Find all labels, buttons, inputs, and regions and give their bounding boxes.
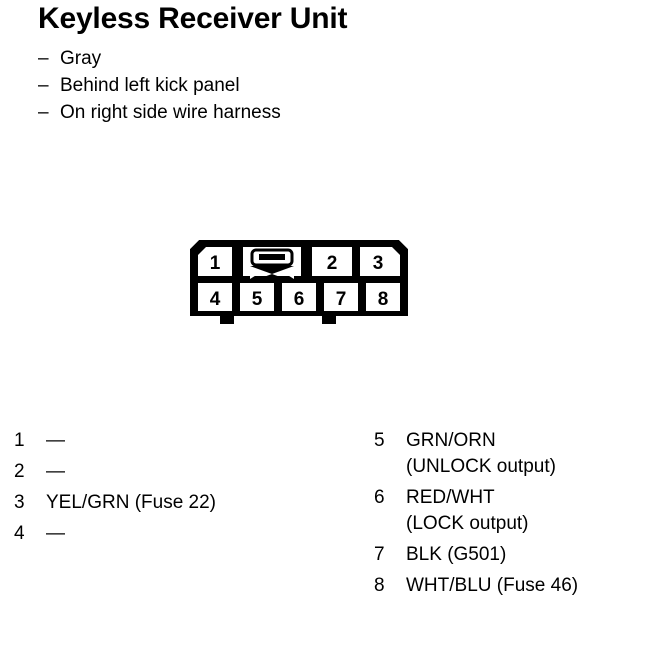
page-title: Keyless Receiver Unit — [38, 2, 348, 35]
pin-legend-number: 3 — [14, 492, 25, 513]
pin-legend-number: 5 — [374, 430, 385, 451]
spec-list: – Gray – Behind left kick panel – On rig… — [38, 45, 458, 126]
connector-pin-label-5: 5 — [252, 289, 263, 310]
connector-pin-label-6: 6 — [294, 289, 305, 310]
spec-list-item-label: Gray — [60, 48, 102, 69]
pin-legend-description: — — [46, 430, 65, 451]
connector-outline-svg: 1 2 3 4 5 6 7 8 — [190, 240, 408, 324]
pin-legend-description: RED/WHT (LOCK output) — [406, 487, 529, 534]
pin-legend-row: 3 YEL/GRN (Fuse 22) — [14, 490, 344, 516]
connector-cell-2-cavity — [312, 247, 352, 276]
pin-legend-number: 8 — [374, 575, 385, 596]
connector-pin-label-7: 7 — [336, 289, 347, 310]
pin-legend-row: 5 GRN/ORN (UNLOCK output) — [374, 428, 664, 480]
connector-cell-6-cavity — [282, 283, 316, 311]
connector-lock-well — [243, 247, 301, 276]
connector-cell-1-cavity — [198, 247, 232, 276]
lock-tab-slot-icon — [259, 254, 285, 260]
spec-list-item-label: On right side wire harness — [60, 102, 281, 123]
pin-legend-left-column: 1 — 2 — 3 YEL/GRN (Fuse 22) 4 — — [14, 428, 344, 552]
connector-cell-4-cavity — [198, 283, 232, 311]
spec-list-item: – Behind left kick panel — [38, 72, 458, 99]
connector-diagram: 1 2 3 4 5 6 7 8 — [186, 236, 412, 328]
lock-tab-notch-left-icon — [250, 269, 258, 279]
pin-legend-number: 6 — [374, 487, 385, 508]
pin-legend-row: 8 WHT/BLU (Fuse 46) — [374, 573, 664, 599]
connector-pin-label-2: 2 — [327, 253, 338, 274]
pin-legend-row: 2 — — [14, 459, 344, 485]
pin-legend-row: 6 RED/WHT (LOCK output) — [374, 485, 664, 537]
spec-list-item-label: Behind left kick panel — [60, 75, 240, 96]
connector-pin-label-1: 1 — [210, 253, 221, 274]
lock-tab-outline-icon — [250, 248, 294, 267]
pin-legend-number: 2 — [14, 461, 25, 482]
pin-legend-right-column: 5 GRN/ORN (UNLOCK output) 6 RED/WHT (LOC… — [374, 428, 664, 604]
spec-list-item: – On right side wire harness — [38, 99, 458, 126]
connector-right-chamfer — [399, 240, 408, 249]
connector-left-chamfer — [190, 240, 199, 249]
pin-legend-row: 4 — — [14, 521, 344, 547]
pin-legend-number: 1 — [14, 430, 25, 451]
connector-pin-label-8: 8 — [378, 289, 389, 310]
pin-legend-row: 1 — — [14, 428, 344, 454]
pin-legend-description: GRN/ORN (UNLOCK output) — [406, 430, 556, 477]
pin-legend-number: 4 — [14, 523, 25, 544]
pin-legend-description: BLK (G501) — [406, 544, 507, 565]
connector-pin-label-4: 4 — [210, 289, 221, 310]
pin-legend-description: WHT/BLU (Fuse 46) — [406, 575, 579, 596]
pin-legend-number: 7 — [374, 544, 385, 565]
pin-legend-description: YEL/GRN (Fuse 22) — [46, 492, 216, 513]
connector-pin-label-3: 3 — [373, 253, 384, 274]
dash-bullet-icon: – — [38, 48, 49, 69]
connector-cell-5-cavity — [240, 283, 274, 311]
lock-tab-notch-right-icon — [286, 269, 294, 279]
connector-cell-7-cavity — [324, 283, 358, 311]
dash-bullet-icon: – — [38, 102, 49, 123]
lock-tab-bowtie-icon — [250, 266, 294, 274]
pin-legend-row: 7 BLK (G501) — [374, 542, 664, 568]
pin-legend-description: — — [46, 523, 65, 544]
connector-cell-8-cavity — [366, 283, 400, 311]
connector-cell-3-cavity — [360, 247, 400, 276]
lock-tab-bowtie-lower-icon — [250, 274, 294, 282]
dash-bullet-icon: – — [38, 75, 49, 96]
spec-list-item: – Gray — [38, 45, 458, 72]
pin-legend-description: — — [46, 461, 65, 482]
